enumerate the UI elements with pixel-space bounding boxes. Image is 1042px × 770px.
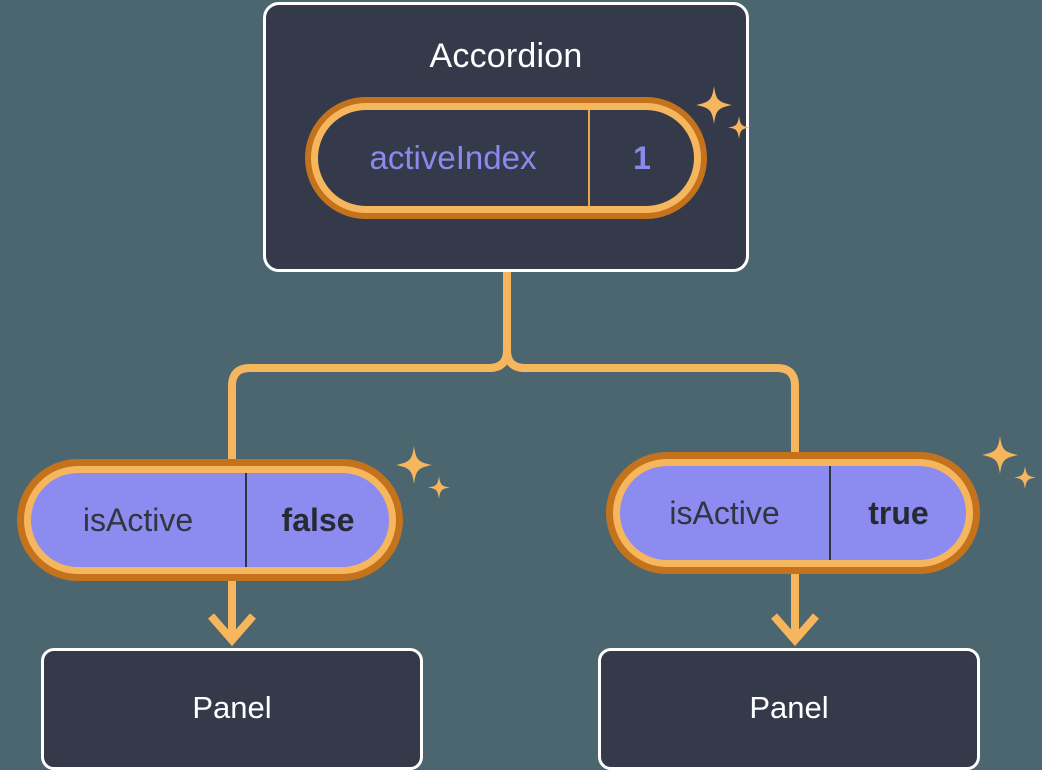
left-panel-component-box[interactable]: Panel: [41, 648, 423, 770]
right-panel-component-box[interactable]: Panel: [598, 648, 980, 770]
right-panel-title: Panel: [749, 690, 829, 725]
sparkle-icon: [982, 436, 1036, 489]
left-prop-value: false: [281, 501, 355, 538]
left-panel-title: Panel: [192, 690, 272, 725]
accordion-title: Accordion: [429, 37, 583, 75]
right-prop-key: isActive: [620, 466, 831, 560]
right-prop-pill[interactable]: isActive true: [613, 459, 973, 567]
sparkle-icon: [396, 446, 450, 499]
connector-trunk: [503, 272, 799, 462]
right-prop-value: true: [868, 494, 929, 531]
left-prop-pill[interactable]: isActive false: [24, 466, 396, 574]
accordion-prop-pill[interactable]: activeIndex 1: [311, 103, 701, 213]
accordion-prop-key: activeIndex: [318, 110, 590, 206]
arrow-left: [207, 574, 257, 647]
connector-left-leg: [228, 349, 511, 470]
left-prop-key: isActive: [31, 473, 247, 567]
arrow-right: [770, 567, 820, 647]
accordion-prop-value: 1: [633, 139, 651, 176]
